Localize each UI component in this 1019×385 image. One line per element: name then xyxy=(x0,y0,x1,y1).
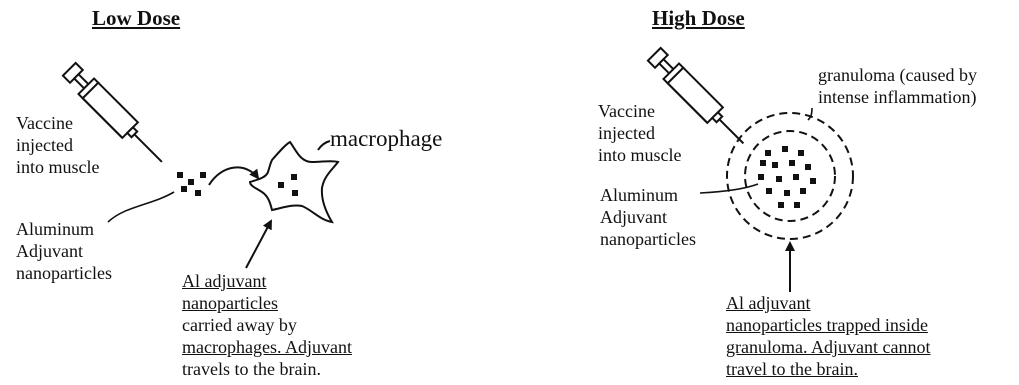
granuloma xyxy=(727,113,853,239)
low-vaccine-line-2: injected xyxy=(16,134,100,156)
high-caption-line-4: travel to the brain. xyxy=(726,358,930,380)
high-caption-line-2: nanoparticles trapped inside xyxy=(726,314,930,336)
low-vaccine-line-1: Vaccine xyxy=(16,112,100,134)
granuloma-label: granuloma (caused by intense inflammatio… xyxy=(818,64,977,108)
granuloma-pointer xyxy=(808,108,812,120)
low-particles xyxy=(177,172,206,196)
low-caption-line-1: Al adjuvant xyxy=(182,270,352,292)
low-adjuvant-label: Aluminum Adjuvant nanoparticles xyxy=(16,218,112,284)
low-caption-line-5: travels to the brain. xyxy=(182,358,352,380)
macrophage-pointer xyxy=(318,141,330,150)
high-dose-title: High Dose xyxy=(652,6,745,31)
low-adjuvant-line-3: nanoparticles xyxy=(16,262,112,284)
low-caption-line-2: nanoparticles xyxy=(182,292,352,314)
high-vaccine-line-1: Vaccine xyxy=(598,100,682,122)
macrophage-cell xyxy=(250,142,338,222)
high-vaccine-line-2: injected xyxy=(598,122,682,144)
macrophage-label: macrophage xyxy=(330,128,442,150)
high-adjuvant-label: Aluminum Adjuvant nanoparticles xyxy=(600,184,696,250)
low-vaccine-line-3: into muscle xyxy=(16,156,100,178)
granuloma-line-1: granuloma (caused by xyxy=(818,64,977,86)
low-caption-arrow xyxy=(246,221,271,268)
high-caption-line-1: Al adjuvant xyxy=(726,292,930,314)
high-vaccine-line-3: into muscle xyxy=(598,144,682,166)
granuloma-line-2: intense inflammation) xyxy=(818,86,977,108)
high-adjuvant-line-1: Aluminum xyxy=(600,184,696,206)
low-caption-line-4: macrophages. Adjuvant xyxy=(182,336,352,358)
high-particles xyxy=(758,146,816,208)
low-caption-line-3: carried away by xyxy=(182,314,352,336)
high-caption-line-3: granuloma. Adjuvant cannot xyxy=(726,336,930,358)
low-adjuvant-line-2: Adjuvant xyxy=(16,240,112,262)
low-vaccine-label: Vaccine injected into muscle xyxy=(16,112,100,178)
low-dose-title: Low Dose xyxy=(92,6,180,31)
high-caption: Al adjuvant nanoparticles trapped inside… xyxy=(726,292,930,380)
high-adjuvant-line-3: nanoparticles xyxy=(600,228,696,250)
high-vaccine-label: Vaccine injected into muscle xyxy=(598,100,682,166)
low-adjuvant-line-1: Aluminum xyxy=(16,218,112,240)
low-adjuvant-pointer xyxy=(108,192,174,222)
low-caption: Al adjuvant nanoparticles carried away b… xyxy=(182,270,352,380)
high-adjuvant-line-2: Adjuvant xyxy=(600,206,696,228)
